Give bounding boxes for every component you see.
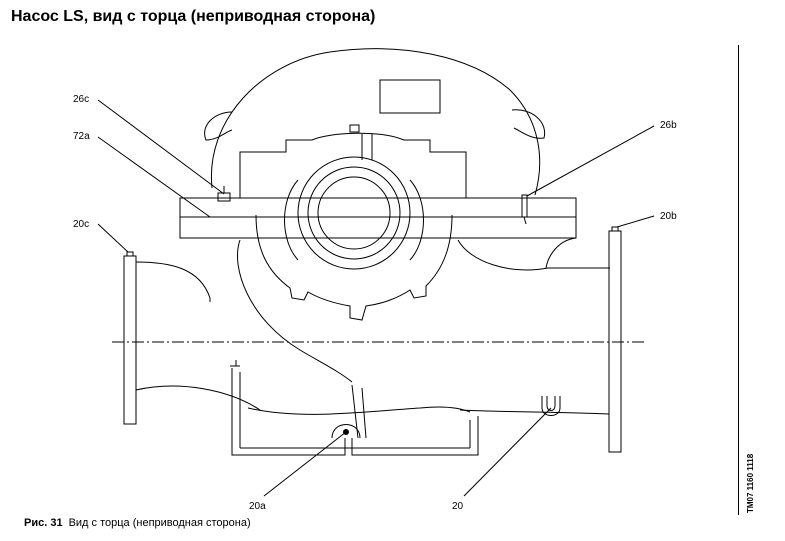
- figure-caption-text: Вид с торца (неприводная сторона): [68, 517, 251, 529]
- housing-rib-right: [409, 179, 424, 261]
- callout-20a: 20a: [249, 501, 266, 512]
- split-flange: [179, 197, 577, 218]
- flange-left: [123, 255, 137, 425]
- lower-casing: [247, 406, 471, 415]
- figure-caption: Рис. 31 Вид с торца (неприводная сторона): [24, 517, 251, 529]
- bearing-housing-mid: [297, 156, 411, 270]
- split-bolt-right-tip: [523, 216, 527, 225]
- lifting-ear-left: [204, 111, 233, 141]
- volute-casing-lower: [457, 239, 610, 271]
- branch-right-upper: [545, 237, 577, 269]
- right-margin-rule: [738, 45, 739, 515]
- split-bolt-left: [217, 192, 231, 202]
- drain-plug-bracket: [230, 360, 240, 367]
- foot-right: [351, 416, 479, 456]
- leader-20: [463, 407, 552, 497]
- leader-20b: [616, 215, 655, 228]
- figure-label: Рис. 31: [24, 517, 63, 529]
- callout-26b: 26b: [660, 120, 677, 131]
- branch-left: [135, 261, 211, 302]
- bearing-housing-inner: [307, 166, 401, 260]
- callout-20b: 20b: [660, 211, 677, 222]
- volute-casing: [210, 48, 541, 196]
- leader-26c: [97, 99, 225, 195]
- branch-right-lower: [459, 409, 610, 415]
- leader-20a: [263, 431, 347, 497]
- branch-left-lower: [135, 385, 261, 411]
- top-boss: [349, 124, 360, 133]
- foot-web: [351, 384, 367, 439]
- leader-72a: [97, 136, 211, 218]
- page-title: Насос LS, вид с торца (неприводная сторо…: [11, 8, 376, 25]
- lifting-ear-right: [511, 109, 546, 139]
- drain-20a-housing: [331, 424, 361, 439]
- callout-72a: 72a: [73, 131, 90, 142]
- document-code: TM07 1160 1118: [746, 453, 755, 513]
- foot-left: [231, 368, 346, 456]
- drain-20-fitting: [541, 396, 561, 416]
- inlet-curve-left: [237, 239, 353, 383]
- upper-casing-half: [239, 132, 467, 198]
- callout-20c: 20c: [73, 219, 89, 230]
- callout-20: 20: [452, 501, 464, 512]
- leader-20c: [97, 223, 129, 253]
- callout-26c: 26c: [73, 94, 89, 105]
- housing-rib-left: [284, 179, 299, 261]
- vent-plug-20b: [609, 226, 621, 232]
- shaft-circle: [317, 176, 391, 250]
- lower-flange-band: [179, 216, 577, 239]
- vent-plug-20c: [124, 251, 136, 257]
- bearing-housing-outer: [255, 214, 453, 321]
- nameplate: [379, 79, 441, 114]
- leader-26b: [526, 125, 655, 197]
